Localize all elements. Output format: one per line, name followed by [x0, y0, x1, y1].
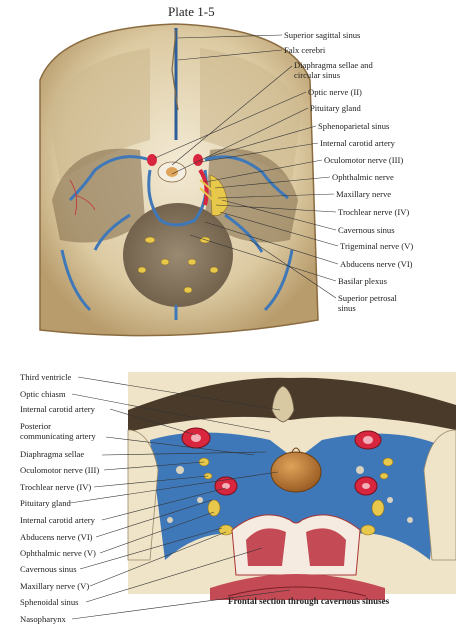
plate-title: Plate 1-5 [168, 4, 215, 19]
label-ophthalmic-nerve: Ophthalmic nerve [332, 172, 394, 182]
label-abducens-nerve: Abducens nerve (VI) [340, 259, 413, 269]
label-communicating-artery: communicating artery [20, 431, 96, 441]
label-trochlear-nerve-bottom: Trochlear nerve (IV) [20, 482, 92, 492]
label-diaphragma-sellae: Diaphragma sellae and [294, 60, 373, 70]
label-ophthalmic-nerve-bottom: Ophthalmic nerve (V) [20, 548, 96, 558]
label-oculomotor-nerve: Oculomotor nerve (III) [324, 155, 404, 165]
label-maxillary-nerve: Maxillary nerve [336, 189, 392, 199]
label-abducens-nerve-bottom: Abducens nerve (VI) [20, 532, 93, 542]
label-cavernous-sinus-bottom: Cavernous sinus [20, 564, 77, 574]
label-oculomotor-nerve-bottom: Oculomotor nerve (III) [20, 465, 100, 475]
skull-base-figure [39, 23, 319, 337]
label-pituitary-gland-bottom: Pituitary gland [20, 498, 71, 508]
label-internal-carotid-artery-2: Internal carotid artery [20, 515, 95, 525]
label-internal-carotid-artery: Internal carotid artery [320, 138, 395, 148]
label-posterior: Posterior [20, 421, 52, 431]
figure-caption: Frontal section through cavernous sinuse… [228, 596, 390, 606]
label-circular-sinus: circular sinus [294, 70, 341, 80]
label-pituitary-gland: Pituitary gland [310, 103, 361, 113]
top-leader-lines [154, 34, 339, 299]
label-optic-nerve: Optic nerve (II) [308, 87, 362, 97]
label-diaphragma-sellae-bottom: Diaphragma sellae [20, 449, 85, 459]
label-trochlear-nerve: Trochlear nerve (IV) [338, 207, 410, 217]
label-superior-petrosal-sinus-cont: sinus [338, 303, 356, 313]
label-cavernous-sinus: Cavernous sinus [338, 225, 395, 235]
label-nasopharynx: Nasopharynx [20, 614, 66, 624]
label-maxillary-nerve-bottom: Maxillary nerve (V) [20, 581, 90, 591]
label-sphenoparietal-sinus: Sphenoparietal sinus [318, 121, 390, 131]
label-superior-sagittal-sinus: Superior sagittal sinus [284, 30, 361, 40]
label-falx-cerebri: Falx cerebri [284, 45, 326, 55]
label-optic-chiasm: Optic chiasm [20, 389, 66, 399]
label-third-ventricle: Third ventricle [20, 372, 72, 382]
label-trigeminal-nerve: Trigeminal nerve (V) [340, 241, 414, 251]
bottom-leader-lines [69, 376, 291, 620]
frontal-section-figure [127, 372, 456, 600]
label-sphenoidal-sinus: Sphenoidal sinus [20, 597, 79, 607]
label-internal-carotid-artery-1: Internal carotid artery [20, 404, 95, 414]
label-basilar-plexus: Basilar plexus [338, 276, 387, 286]
label-superior-petrosal: Superior petrosal [338, 293, 397, 303]
